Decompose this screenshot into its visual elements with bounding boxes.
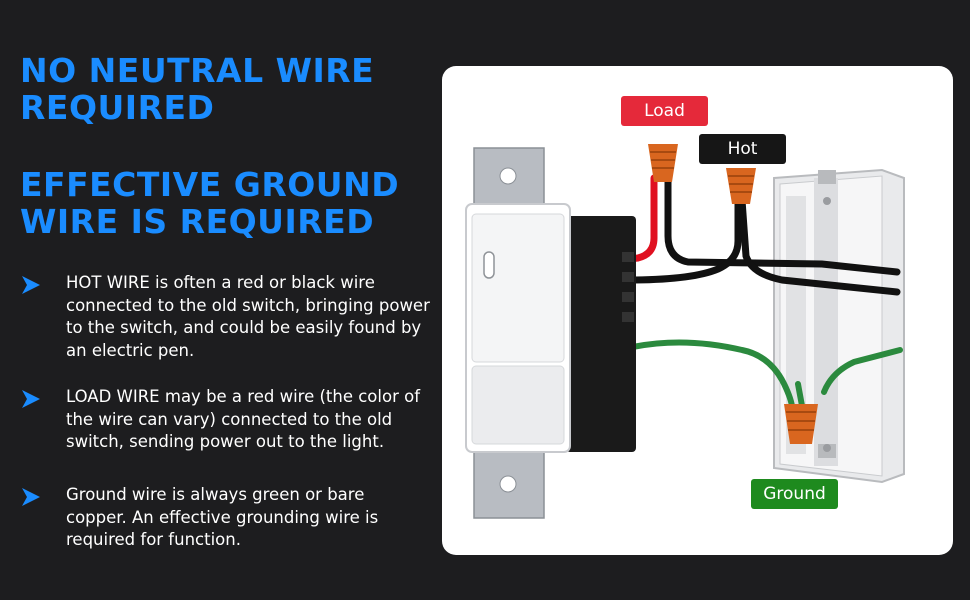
wiring-diagram — [465, 144, 905, 519]
bullet-bold-term: HOT WIRE — [66, 273, 150, 292]
hot-label: Hot — [699, 134, 786, 164]
switch-body — [566, 216, 636, 452]
wires — [618, 174, 903, 419]
bullet-text: LOAD WIRE may be a red wire (the color o… — [66, 386, 430, 454]
load-label: Load — [621, 96, 708, 126]
bullet-body: may be a red wire (the color of the wire… — [66, 387, 421, 451]
bullet-text: HOT WIRE is often a red or black wire co… — [66, 272, 430, 362]
wire-nut-icon — [784, 404, 818, 444]
bullet-body: Ground wire is always green or bare copp… — [66, 485, 379, 549]
wire-nut-icon — [726, 168, 756, 204]
headline-ground-required: EFFECTIVE GROUND WIRE IS REQUIRED — [20, 165, 400, 241]
headline-no-neutral: NO NEUTRAL WIRE REQUIRED — [20, 51, 375, 127]
arrow-bullet-icon — [22, 276, 40, 294]
bullet-hot-wire: HOT WIRE is often a red or black wire co… — [20, 272, 430, 362]
arrow-bullet-icon — [22, 390, 40, 408]
wiring-diagram-panel: Load Hot Ground — [442, 66, 953, 555]
bullet-body: is often a red or black wire connected t… — [66, 273, 430, 360]
switch-front — [465, 203, 571, 453]
ground-label: Ground — [751, 479, 838, 509]
bullet-text: Ground wire is always green or bare copp… — [66, 484, 430, 552]
bullet-load-wire: LOAD WIRE may be a red wire (the color o… — [20, 386, 430, 454]
arrow-bullet-icon — [22, 488, 40, 506]
wire-nut-icon — [648, 144, 678, 182]
bullet-bold-term: LOAD WIRE — [66, 387, 160, 406]
bullet-ground-wire: Ground wire is always green or bare copp… — [20, 484, 430, 552]
